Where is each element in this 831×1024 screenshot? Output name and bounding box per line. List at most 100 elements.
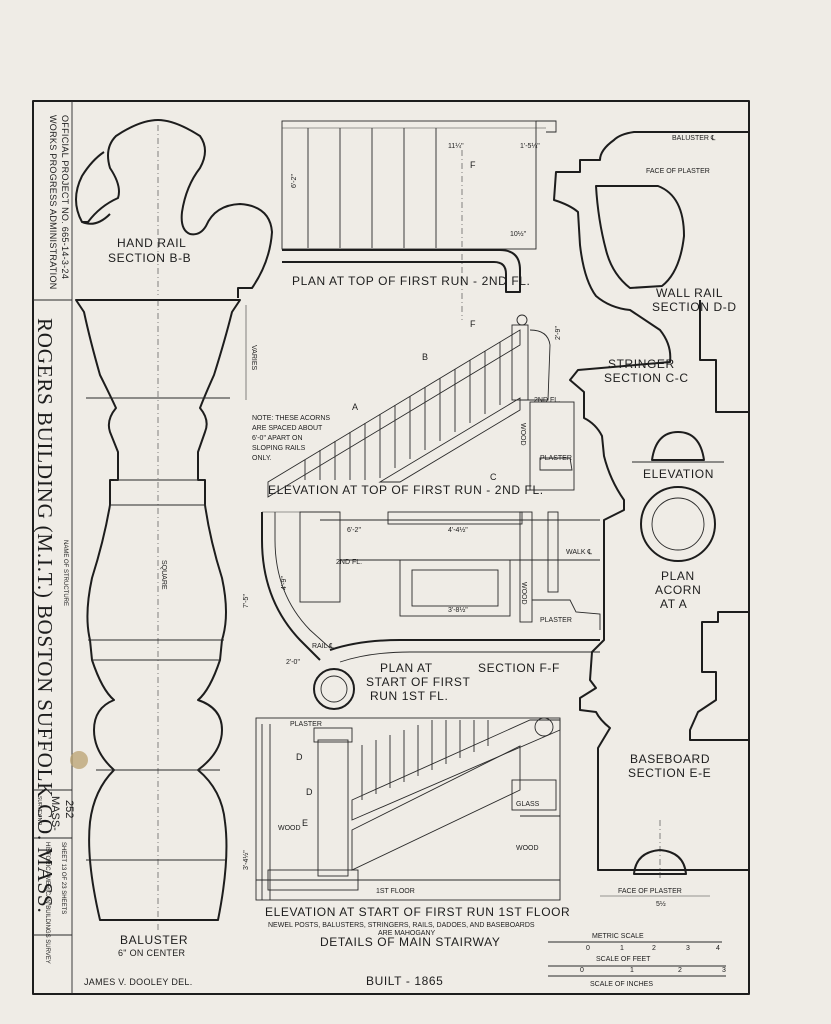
materials-note-1: NEWEL POSTS, BALUSTERS, STRINGERS, RAILS… (268, 922, 535, 929)
section-ff-title: SECTION F-F (478, 661, 560, 675)
dim-75: 7'-5" (243, 594, 250, 608)
baluster-row-top (304, 342, 501, 480)
drawn-by: JAMES V. DOOLEY DEL. (84, 977, 193, 987)
sheet-number: SHEET 13 OF 23 SHEETS (60, 842, 66, 914)
acorn-plan-title: PLAN (661, 569, 695, 583)
wall-rail-section: SECTION D-D (652, 300, 737, 314)
hand-rail-section: HAND RAIL SECTION B-B (75, 119, 273, 298)
plaster-mark-ff: PLASTER (540, 617, 572, 624)
plan-start-title-3: RUN 1ST FL. (370, 689, 448, 703)
second-floor-plan: 2ND FL. (336, 559, 362, 566)
wood-mark-top: WOOD (519, 423, 526, 446)
hand-rail-title: HAND RAIL (117, 236, 186, 250)
dim-2-9: 2'-9" (555, 326, 562, 340)
feet-tick-1: 1 (630, 967, 634, 974)
acorn-note-3: 6'-0" APART ON (252, 435, 303, 442)
dim-62-start: 6'-2" (347, 527, 361, 534)
first-floor-mark: 1ST FLOOR (376, 888, 415, 895)
stringer-section: SECTION C-C (604, 371, 689, 385)
cut-d-1: D (296, 752, 303, 762)
acorn-note-2: ARE SPACED ABOUT (252, 425, 323, 432)
cut-b: B (422, 352, 428, 362)
five-half-dim: 5½ (656, 900, 666, 908)
varies-label: VARIES (250, 345, 257, 370)
scales: METRIC SCALE 0 1 2 3 4 SCALE OF FEET 0 1… (548, 933, 726, 988)
details-title: DETAILS OF MAIN STAIRWAY (320, 935, 500, 949)
walk-centerline: WALK ℄ (566, 549, 593, 556)
baseboard-section: SECTION E-E (628, 766, 711, 780)
survey-no-caption: SURVEY NO. (36, 796, 42, 827)
baluster-centerline: BALUSTER ℄ (672, 135, 716, 142)
cut-a: A (352, 402, 358, 412)
plan-top-title: PLAN AT TOP OF FIRST RUN - 2ND FL. (292, 274, 530, 288)
name-of-structure-caption: NAME OF STRUCTURE (62, 540, 68, 606)
wood-mark-ff: WOOD (520, 582, 527, 605)
second-floor-mark: 2ND FL. (534, 397, 560, 404)
elevation-start-first-run: PLASTER GLASS WOOD WOOD 1ST FLOOR D D E … (242, 717, 570, 949)
face-of-plaster-bottom: FACE OF PLASTER (618, 888, 682, 895)
elev-start-title: ELEVATION AT START OF FIRST RUN 1ST FLOO… (265, 905, 570, 919)
rail-centerline: RAIL ℄ (312, 643, 334, 650)
seal-mark (70, 751, 88, 769)
plan-start-first-run: 7'-5" 4'-9" 6'-2" 2'-0" RAIL ℄ 2ND FL. P… (243, 511, 600, 710)
square-label: SQUARE (160, 560, 167, 590)
dim-38-5: 3'-8½" (448, 606, 468, 614)
feet-tick-3: 3 (722, 967, 726, 974)
wood-mark-elev: WOOD (516, 845, 539, 852)
dim-10: 10½" (510, 230, 527, 238)
stringer-title: STRINGER (608, 357, 675, 371)
face-of-plaster-top: FACE OF PLASTER (646, 168, 710, 175)
dim-62-plan: 6'-2" (291, 174, 298, 188)
scale-inches-label: SCALE OF INCHES (590, 981, 653, 988)
baluster-elevation: SQUARE VARIES BALUSTER 6" ON CENTER (75, 299, 257, 958)
structure-name: ROGERS BUILDING (M.I.T.) BOSTON SUFFOLK … (33, 318, 57, 914)
title-strip: WORKS PROGRESS ADMINISTRATION OFFICIAL P… (33, 101, 88, 994)
cut-e: E (302, 818, 308, 828)
survey-number-2: 252 (63, 800, 75, 818)
right-profiles: BALUSTER ℄ FACE OF PLASTER WALL RAIL SEC… (553, 131, 750, 908)
metric-tick-4: 4 (716, 945, 720, 952)
wpa-line-1: WORKS PROGRESS ADMINISTRATION (48, 115, 58, 290)
cut-c: C (490, 472, 497, 482)
wall-rail-title: WALL RAIL (656, 286, 723, 300)
plan-top-first-run: F F 11¼" 1'-5¼" 10½" 6'-2" PLAN AT TOP O… (281, 120, 557, 329)
acorn-title: ACORN (655, 583, 701, 597)
acorn-note-5: ONLY. (252, 455, 272, 462)
plaster-mark-elev: PLASTER (290, 721, 322, 728)
plaster-mark-top: PLASTER (540, 455, 572, 462)
dim-49: 4'-9" (281, 576, 288, 590)
section-ff: 4'-4½" 3'-8½" WALK ℄ WOOD PLASTER SECTIO… (387, 511, 601, 675)
elev-top-title: ELEVATION AT TOP OF FIRST RUN - 2ND FL. (268, 483, 544, 497)
feet-tick-0: 0 (580, 967, 584, 974)
acorn-note-4: SLOPING RAILS (252, 445, 306, 452)
habs-caption: HISTORIC AMERICAN BUILDINGS SURVEY (44, 842, 50, 964)
sheet-border (32, 100, 750, 995)
metric-tick-1: 1 (620, 945, 624, 952)
dim-15: 1'-5¼" (520, 143, 540, 150)
baluster-row-bottom (361, 720, 489, 800)
acorn-at-a: AT A (660, 597, 687, 611)
plan-start-title-1: PLAN AT (380, 661, 433, 675)
dim-34: 3'-4½" (242, 850, 250, 870)
built-date: BUILT - 1865 (366, 974, 443, 988)
glass-mark: GLASS (516, 801, 540, 808)
metric-tick-0: 0 (586, 945, 590, 952)
baseboard-title: BASEBOARD (630, 752, 710, 766)
dim-44-5: 4'-4½" (448, 526, 468, 534)
acorn-elevation-title: ELEVATION (643, 467, 714, 481)
cut-f-top: F (470, 160, 476, 170)
plan-start-title-2: START OF FIRST (366, 675, 470, 689)
elevation-top-first-run: A B C 2ND FL. WOOD PLASTER 2'-9" NOTE: T… (252, 314, 575, 498)
survey-number: MASS- (49, 796, 61, 831)
wood-mark-elev-2: WOOD (278, 825, 301, 832)
feet-tick-2: 2 (678, 967, 682, 974)
hand-rail-section-title: SECTION B-B (108, 251, 191, 265)
wpa-line-2: OFFICIAL PROJECT NO. 665-14-3-24 (60, 115, 70, 279)
dim-20: 2'-0" (286, 659, 300, 666)
dim-11: 11¼" (448, 143, 464, 150)
materials-note-2: ARE MAHOGANY (378, 930, 436, 937)
baluster-title: BALUSTER (120, 933, 188, 947)
acorn-note-1: NOTE: THESE ACORNS (252, 415, 330, 422)
metric-scale-label: METRIC SCALE (592, 933, 644, 940)
